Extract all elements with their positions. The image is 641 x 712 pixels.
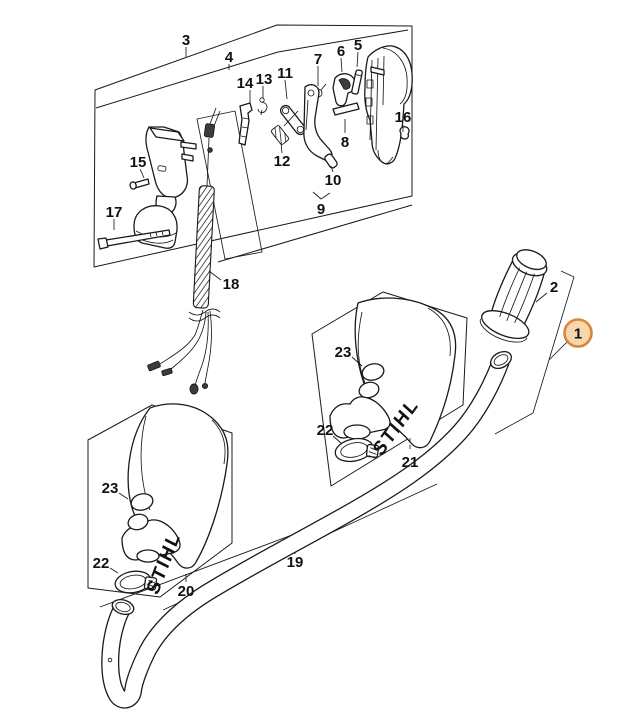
part-label-9[interactable]: 9 bbox=[317, 201, 325, 218]
callout-ticks bbox=[109, 47, 548, 574]
part-label-13[interactable]: 13 bbox=[256, 71, 273, 88]
throttle-cable bbox=[147, 107, 221, 395]
handlebar-tube bbox=[101, 350, 512, 709]
part-label-23-left[interactable]: 23 bbox=[102, 480, 119, 497]
grommet-23-left-b bbox=[127, 513, 149, 531]
highlighted-callout-1[interactable]: 1 bbox=[563, 318, 593, 348]
lever-14 bbox=[238, 102, 253, 146]
tube-hole bbox=[107, 657, 113, 663]
nut-16 bbox=[399, 126, 410, 140]
group-bracket-1 bbox=[494, 270, 575, 435]
part-label-8[interactable]: 8 bbox=[341, 134, 349, 151]
part-label-22-left[interactable]: 22 bbox=[93, 555, 110, 572]
clamp-22-left bbox=[114, 570, 158, 594]
part-label-10[interactable]: 10 bbox=[325, 172, 342, 189]
pin-5 bbox=[351, 69, 363, 95]
finger-guard-center bbox=[329, 396, 391, 439]
bolt-17 bbox=[97, 229, 171, 250]
cowl-center: STIHL bbox=[329, 297, 457, 463]
part-label-11[interactable]: 11 bbox=[277, 65, 293, 82]
part-label-19[interactable]: 19 bbox=[287, 554, 304, 571]
part-label-15[interactable]: 15 bbox=[130, 154, 147, 171]
plug-10 bbox=[324, 153, 338, 169]
callout-labels: 3 4 14 13 11 7 6 5 8 12 10 9 16 15 17 18… bbox=[93, 32, 559, 600]
part-label-2[interactable]: 2 bbox=[550, 279, 558, 296]
part-label-17[interactable]: 17 bbox=[106, 204, 123, 221]
part-label-7[interactable]: 7 bbox=[314, 51, 322, 68]
handle-shell-half bbox=[364, 45, 413, 165]
grommet-23-center-a bbox=[361, 363, 385, 381]
part-label-20[interactable]: 20 bbox=[178, 583, 195, 600]
part-label-1: 1 bbox=[574, 326, 582, 343]
screw-15 bbox=[129, 178, 150, 190]
spring-12 bbox=[270, 110, 299, 145]
cowl-left: STIHL bbox=[114, 403, 229, 598]
part-label-4[interactable]: 4 bbox=[225, 49, 234, 66]
grip bbox=[479, 249, 548, 343]
part-label-16[interactable]: 16 bbox=[395, 109, 412, 126]
assembly-box-top bbox=[93, 24, 413, 268]
part-label-18[interactable]: 18 bbox=[223, 276, 240, 293]
grommet-23-center-b bbox=[358, 381, 380, 399]
part-label-21[interactable]: 21 bbox=[402, 454, 419, 471]
part-label-3[interactable]: 3 bbox=[182, 32, 190, 49]
trigger-housing bbox=[133, 126, 197, 249]
part-label-22-center[interactable]: 22 bbox=[317, 422, 334, 439]
throttle-trigger bbox=[303, 84, 333, 161]
assembly-box-left bbox=[87, 404, 233, 598]
part-label-12[interactable]: 12 bbox=[274, 153, 291, 170]
part-label-23-center[interactable]: 23 bbox=[335, 344, 352, 361]
strip-8 bbox=[332, 102, 360, 116]
part-label-5[interactable]: 5 bbox=[354, 37, 362, 54]
clamp-22-center bbox=[334, 437, 380, 463]
spring-clip-13 bbox=[257, 97, 268, 116]
grommet-23-left-a bbox=[130, 493, 154, 511]
part-label-14[interactable]: 14 bbox=[237, 75, 254, 92]
part-label-6[interactable]: 6 bbox=[337, 43, 345, 60]
